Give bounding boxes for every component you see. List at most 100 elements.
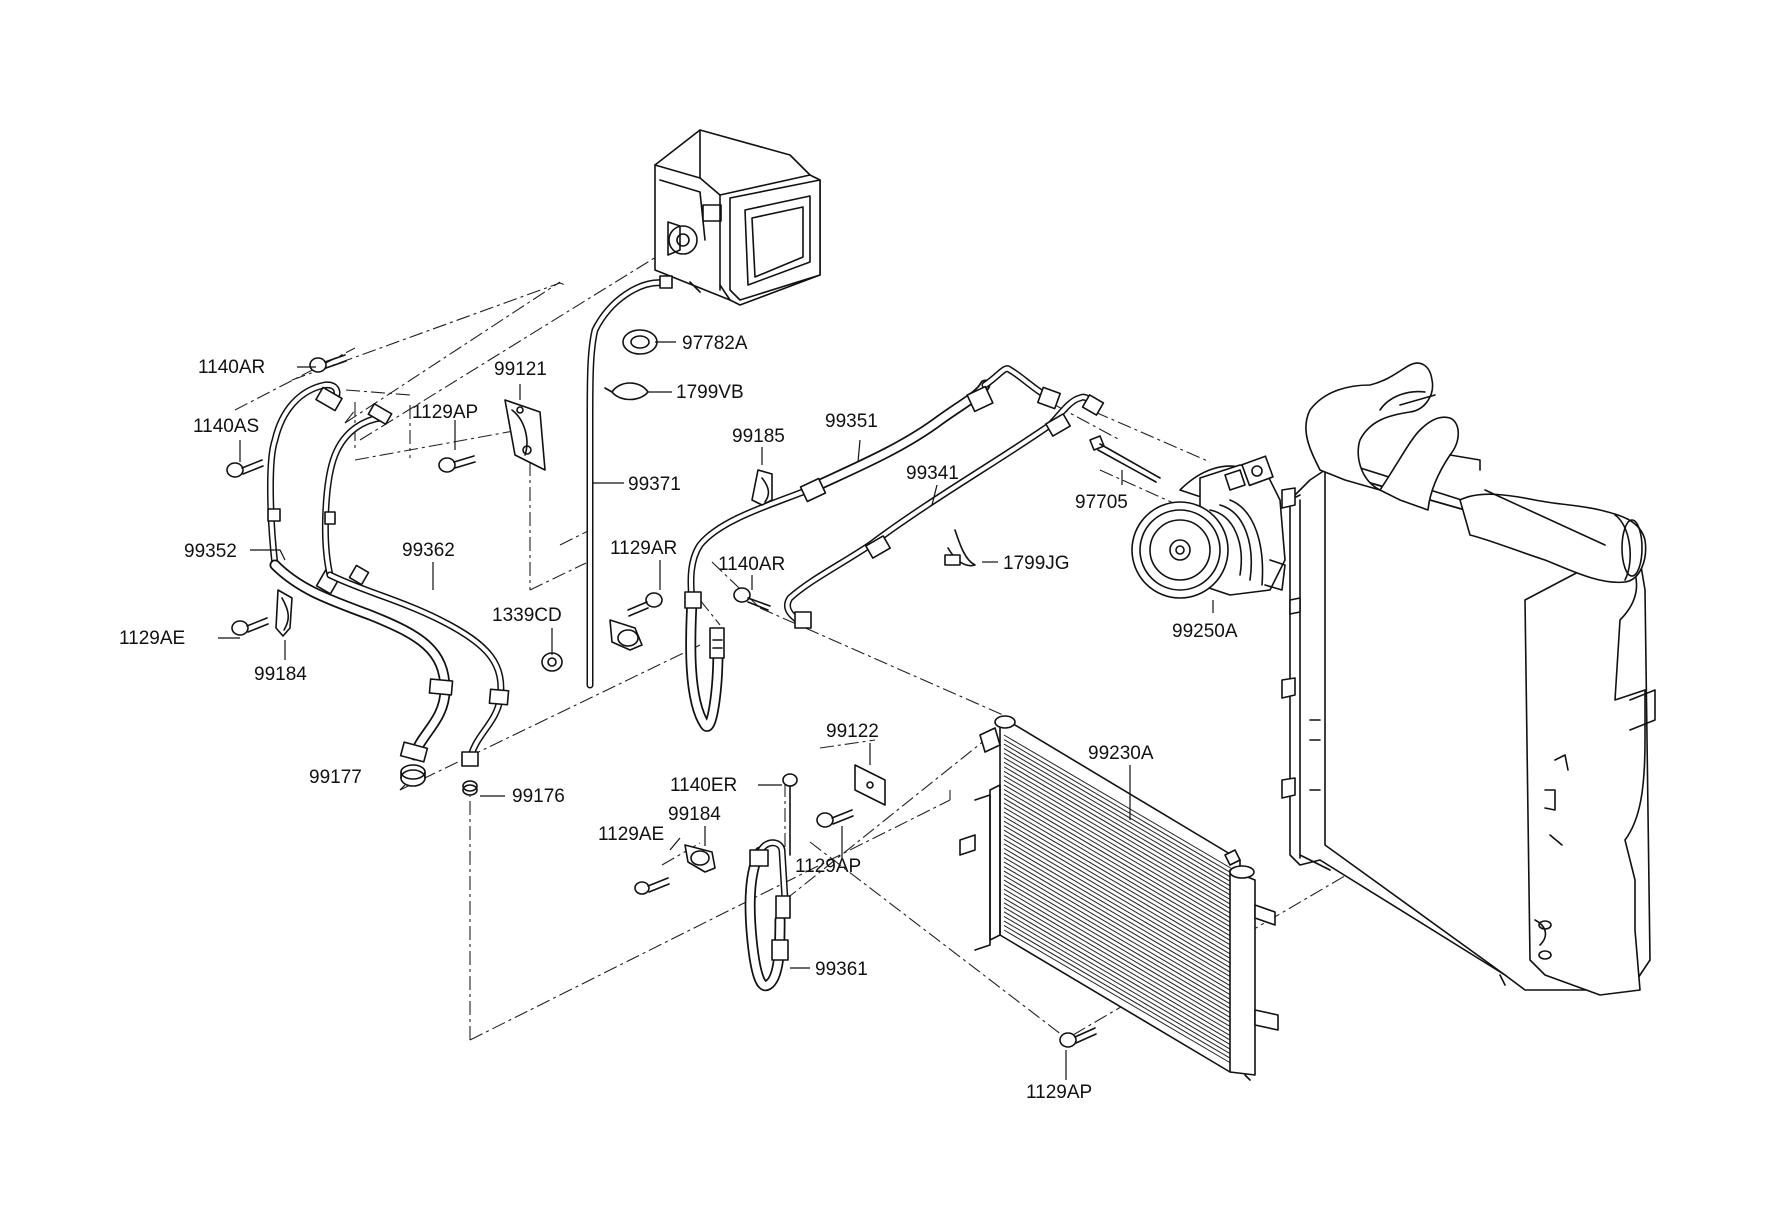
clamp-99184-left bbox=[275, 589, 293, 637]
condenser-fin-line bbox=[1003, 757, 1235, 894]
label-1140AR-mid: 1140AR bbox=[718, 554, 785, 575]
label-1140AS: 1140AS bbox=[193, 416, 259, 437]
condenser-fins bbox=[1003, 734, 1235, 1066]
condenser-fin-line bbox=[1003, 902, 1235, 1039]
label-1129AE-left: 1129AE bbox=[119, 628, 185, 649]
label-99341: 99341 bbox=[906, 463, 959, 484]
condenser-fin-line bbox=[1003, 925, 1235, 1061]
condenser-fin-line bbox=[1003, 852, 1235, 989]
label-1140ER: 1140ER bbox=[670, 775, 737, 796]
label-99351: 99351 bbox=[825, 411, 878, 432]
bolt-1129AR bbox=[627, 592, 663, 617]
condenser-fin-line bbox=[1003, 879, 1235, 1016]
label-99250A: 99250A bbox=[1172, 621, 1238, 642]
label-99362: 99362 bbox=[402, 540, 455, 561]
condenser-fin-line bbox=[1003, 875, 1235, 1012]
condenser-fin-line bbox=[1003, 870, 1235, 1007]
condenser-fin-line bbox=[1003, 825, 1235, 962]
liquid-hose-99361 bbox=[744, 839, 791, 992]
condenser-fin-line bbox=[1003, 788, 1235, 925]
label-99122: 99122 bbox=[826, 721, 879, 742]
condenser-fin-line bbox=[1003, 929, 1235, 1066]
condenser-fin-line bbox=[1003, 798, 1235, 934]
bolt-1129AE-left bbox=[231, 617, 269, 636]
bracket-99121 bbox=[504, 399, 546, 471]
condenser-fin-line bbox=[1003, 847, 1235, 984]
condenser-fin-line bbox=[1003, 775, 1235, 912]
bolt-1140AR-top bbox=[309, 354, 347, 373]
compressor-99250A bbox=[1131, 455, 1286, 599]
condenser-fin-line bbox=[1003, 897, 1235, 1034]
label-99230A: 99230A bbox=[1088, 743, 1154, 764]
bolt-1140AR-mid bbox=[733, 587, 771, 611]
suction-line-99341 bbox=[784, 393, 1105, 629]
condenser-fin-line bbox=[1003, 866, 1235, 1002]
drain-hose-99371 bbox=[586, 275, 673, 689]
label-1129AP-top: 1129AP bbox=[412, 402, 478, 423]
label-1799JG: 1799JG bbox=[1003, 553, 1070, 574]
label-99361: 99361 bbox=[815, 959, 868, 980]
label-1129AP-bottom: 1129AP bbox=[1026, 1082, 1092, 1103]
clamp-99184-mid bbox=[684, 844, 716, 873]
clamp-1799JG bbox=[944, 529, 976, 567]
condenser-fin-line bbox=[1003, 820, 1235, 957]
condenser-fin-line bbox=[1003, 843, 1235, 980]
grommet-97782A bbox=[622, 329, 658, 355]
condenser-fin-line bbox=[1003, 748, 1235, 885]
condenser-fin-line bbox=[1003, 779, 1235, 916]
liquid-line-99362 bbox=[321, 403, 510, 767]
bracket-99122 bbox=[854, 764, 886, 806]
label-1339CD: 1339CD bbox=[492, 605, 562, 626]
discharge-hose-99351 bbox=[684, 365, 1061, 732]
evaporator-unit bbox=[654, 129, 821, 306]
condenser-fin-line bbox=[1003, 766, 1235, 903]
label-97782A: 97782A bbox=[682, 333, 748, 354]
clip-1799VB bbox=[604, 382, 649, 401]
radiator bbox=[1281, 362, 1656, 996]
condenser-fin-line bbox=[1003, 802, 1235, 939]
bolt-97705 bbox=[1089, 435, 1161, 483]
condenser-fin-line bbox=[1003, 816, 1235, 953]
bolt-1129AP-bottom bbox=[1059, 1027, 1097, 1048]
condenser-99230A bbox=[959, 715, 1279, 1081]
condenser-fin-line bbox=[1003, 811, 1235, 948]
bolt-1129AE-mid bbox=[634, 877, 670, 895]
o-ring-99176 bbox=[462, 780, 478, 796]
label-99184-left: 99184 bbox=[254, 664, 307, 685]
condenser-fin-line bbox=[1003, 743, 1235, 880]
condenser-fin-line bbox=[1003, 920, 1235, 1057]
label-97705: 97705 bbox=[1075, 492, 1128, 513]
condenser-fin-line bbox=[1003, 793, 1235, 930]
condenser-fin-line bbox=[1003, 838, 1235, 975]
condenser-fin-line bbox=[1003, 784, 1235, 921]
condenser-fin-line bbox=[1003, 739, 1235, 875]
label-99185: 99185 bbox=[732, 426, 785, 447]
condenser-fin-line bbox=[1003, 734, 1235, 871]
label-99352: 99352 bbox=[184, 541, 237, 562]
condenser-fin-line bbox=[1003, 884, 1235, 1021]
condenser-fin-line bbox=[1003, 752, 1235, 889]
label-99121: 99121 bbox=[494, 359, 547, 380]
label-99177: 99177 bbox=[309, 767, 362, 788]
nut-1339CD bbox=[541, 652, 563, 672]
condenser-fin-line bbox=[1003, 857, 1235, 993]
label-1129AP-mid: 1129AP bbox=[795, 856, 861, 877]
label-99371: 99371 bbox=[628, 474, 681, 495]
condenser-fin-line bbox=[1003, 834, 1235, 971]
label-99184-mid: 99184 bbox=[668, 804, 721, 825]
condenser-fin-line bbox=[1003, 893, 1235, 1030]
clamp-1129AR bbox=[609, 619, 643, 651]
condenser-fin-line bbox=[1003, 861, 1235, 998]
bolt-1140ER bbox=[782, 773, 798, 856]
condenser-fin-line bbox=[1003, 906, 1235, 1043]
condenser-fin-line bbox=[1003, 911, 1235, 1048]
condenser-fin-line bbox=[1003, 761, 1235, 898]
bolt-1140AS bbox=[226, 459, 264, 478]
condenser-fin-line bbox=[1003, 807, 1235, 943]
clamp-99185 bbox=[751, 469, 773, 506]
condenser-fin-line bbox=[1003, 770, 1235, 907]
part-labels: 97782A 1799VB 99371 1140AR 99121 1129AP … bbox=[119, 333, 1238, 1103]
condenser-fin-line bbox=[1003, 829, 1235, 966]
condenser-fin-line bbox=[1003, 915, 1235, 1052]
